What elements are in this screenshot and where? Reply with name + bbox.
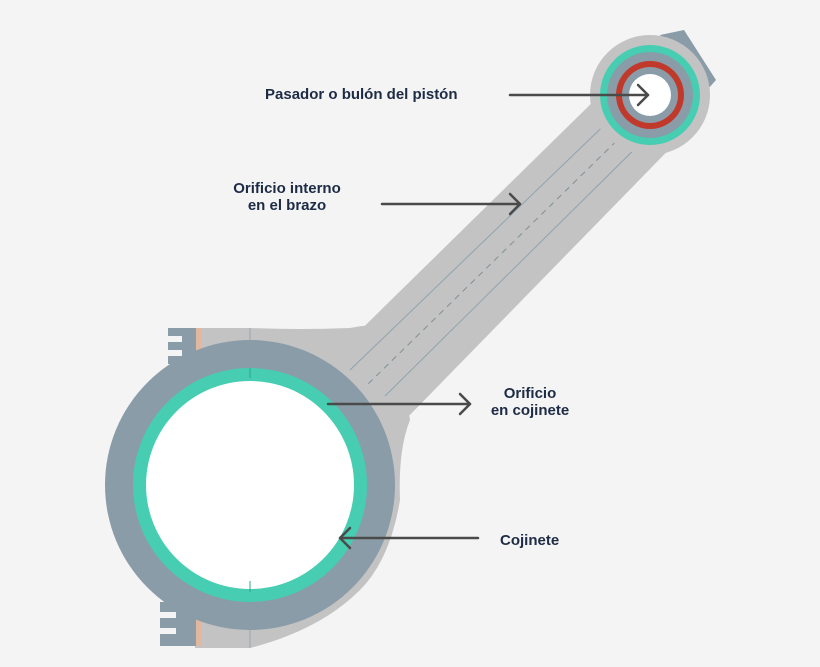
arrow-arm-hole [380, 192, 522, 216]
arrow-piston-pin [508, 83, 650, 107]
arrow-bearing-hole [326, 392, 472, 416]
piston-pin-hole [629, 74, 671, 116]
label-arm-hole-line2: en el brazo [247, 197, 327, 214]
rod-arm [330, 92, 690, 420]
arm-lines [349, 109, 661, 397]
crank-bore [146, 381, 354, 589]
label-arm-hole: Orificio interno en el brazo [212, 180, 362, 214]
arrow-bearing [338, 526, 480, 550]
label-bearing: Cojinete [500, 532, 560, 549]
label-arm-hole-line1: Orificio interno [233, 180, 341, 197]
label-bearing-hole-line2: en cojinete [490, 402, 570, 419]
label-bearing-hole-line1: Orificio [503, 385, 557, 402]
label-bearing-hole: Orificio en cojinete [480, 385, 580, 419]
label-piston-pin: Pasador o bulón del pistón [265, 86, 458, 103]
